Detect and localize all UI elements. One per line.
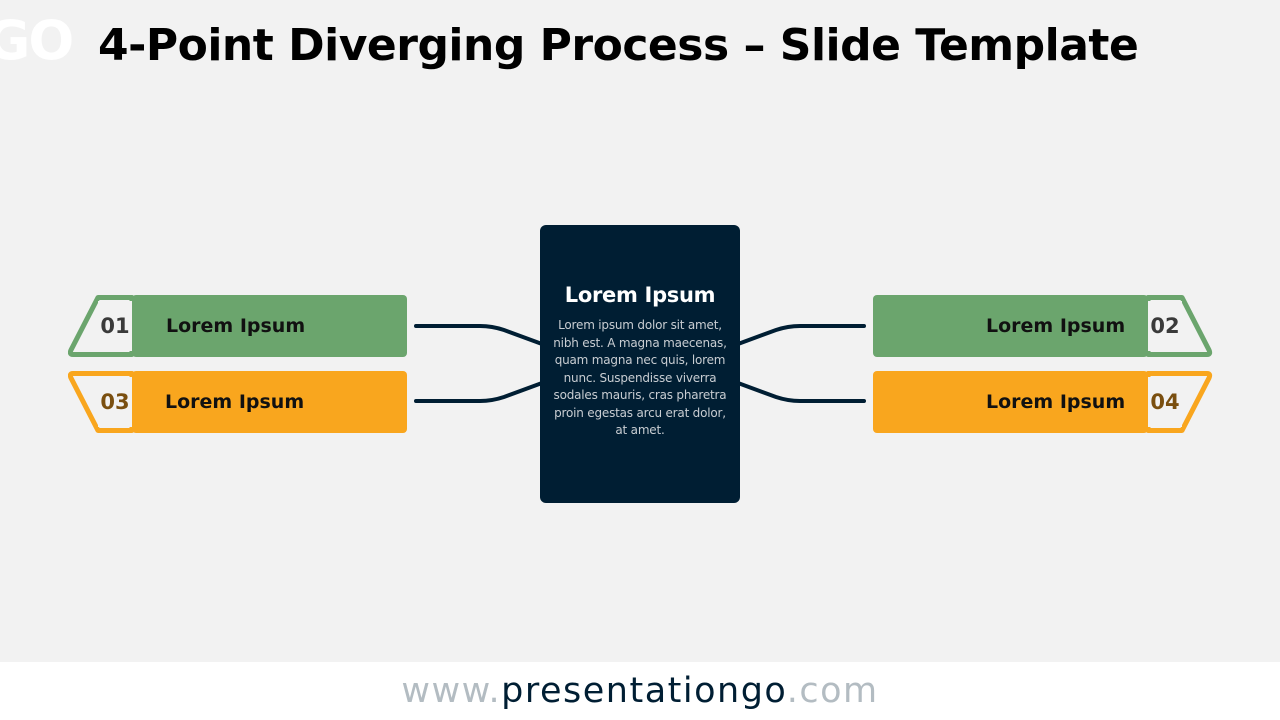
item-01-bar [132, 295, 407, 357]
item-03: 03 Lorem Ipsum [68, 371, 408, 433]
item-03-bar [132, 371, 407, 433]
connector-line-02 [736, 324, 866, 346]
item-04-bar [873, 371, 1148, 433]
footer-url-suffix: .com [786, 671, 879, 711]
item-01-frame [68, 295, 135, 357]
footer-url[interactable]: www.presentationgo.com [401, 671, 878, 711]
footer-url-domain: presentationgo [501, 671, 787, 711]
center-box: Lorem Ipsum Lorem ipsum dolor sit amet, … [540, 225, 740, 503]
footer-url-prefix: www. [401, 671, 502, 711]
item-03-frame [68, 371, 135, 433]
connector-line-01 [414, 324, 544, 346]
footer: www.presentationgo.com [0, 662, 1280, 720]
item-04-label: Lorem Ipsum [986, 391, 1126, 413]
item-04-number: 04 [1148, 377, 1182, 427]
item-03-label: Lorem Ipsum [165, 391, 305, 413]
item-02-frame [1145, 295, 1213, 357]
item-04-frame [1145, 371, 1213, 433]
item-02-label: Lorem Ipsum [986, 315, 1126, 337]
item-03-number: 03 [98, 377, 132, 427]
slide-title: 4-Point Diverging Process – Slide Templa… [98, 20, 1139, 71]
item-02-bar [873, 295, 1148, 357]
logo-mark: GO [0, 9, 74, 72]
item-04: 04 Lorem Ipsum [873, 371, 1213, 433]
item-01: 01 Lorem Ipsum [68, 295, 408, 357]
item-01-number: 01 [98, 301, 132, 351]
connector-line-03 [414, 381, 544, 403]
center-body-text: Lorem ipsum dolor sit amet, nibh est. A … [553, 318, 727, 437]
connector-line-04 [736, 381, 866, 403]
center-title: Lorem Ipsum [564, 283, 716, 307]
item-02-number: 02 [1148, 301, 1182, 351]
item-02: 02 Lorem Ipsum [873, 295, 1213, 357]
item-01-label: Lorem Ipsum [166, 315, 306, 337]
